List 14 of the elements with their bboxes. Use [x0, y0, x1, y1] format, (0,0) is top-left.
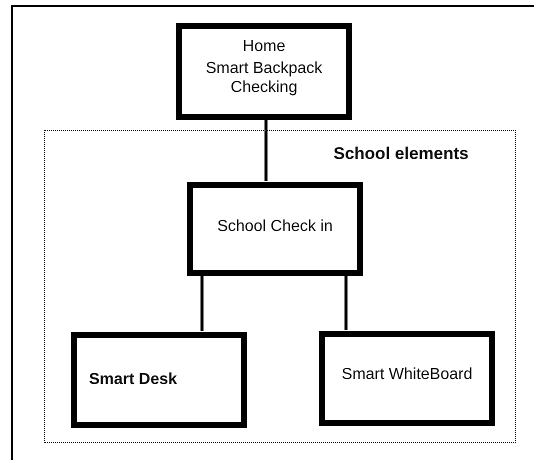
process-box: [71, 332, 247, 428]
box-label: Smart Backpack Checking: [204, 59, 324, 97]
box-label: Smart Desk: [89, 370, 178, 389]
connector-line: [200, 275, 204, 331]
process-box: [176, 23, 352, 120]
group-frame: [44, 130, 516, 443]
box-label: School Check in: [216, 217, 334, 236]
box-label: Home: [242, 37, 286, 56]
box-label: Smart WhiteBoard: [340, 365, 474, 384]
process-box: [319, 331, 495, 426]
group-title: School elements: [334, 144, 470, 162]
connector-line: [264, 120, 268, 181]
process-box: [187, 182, 363, 276]
connector-line: [344, 275, 348, 330]
